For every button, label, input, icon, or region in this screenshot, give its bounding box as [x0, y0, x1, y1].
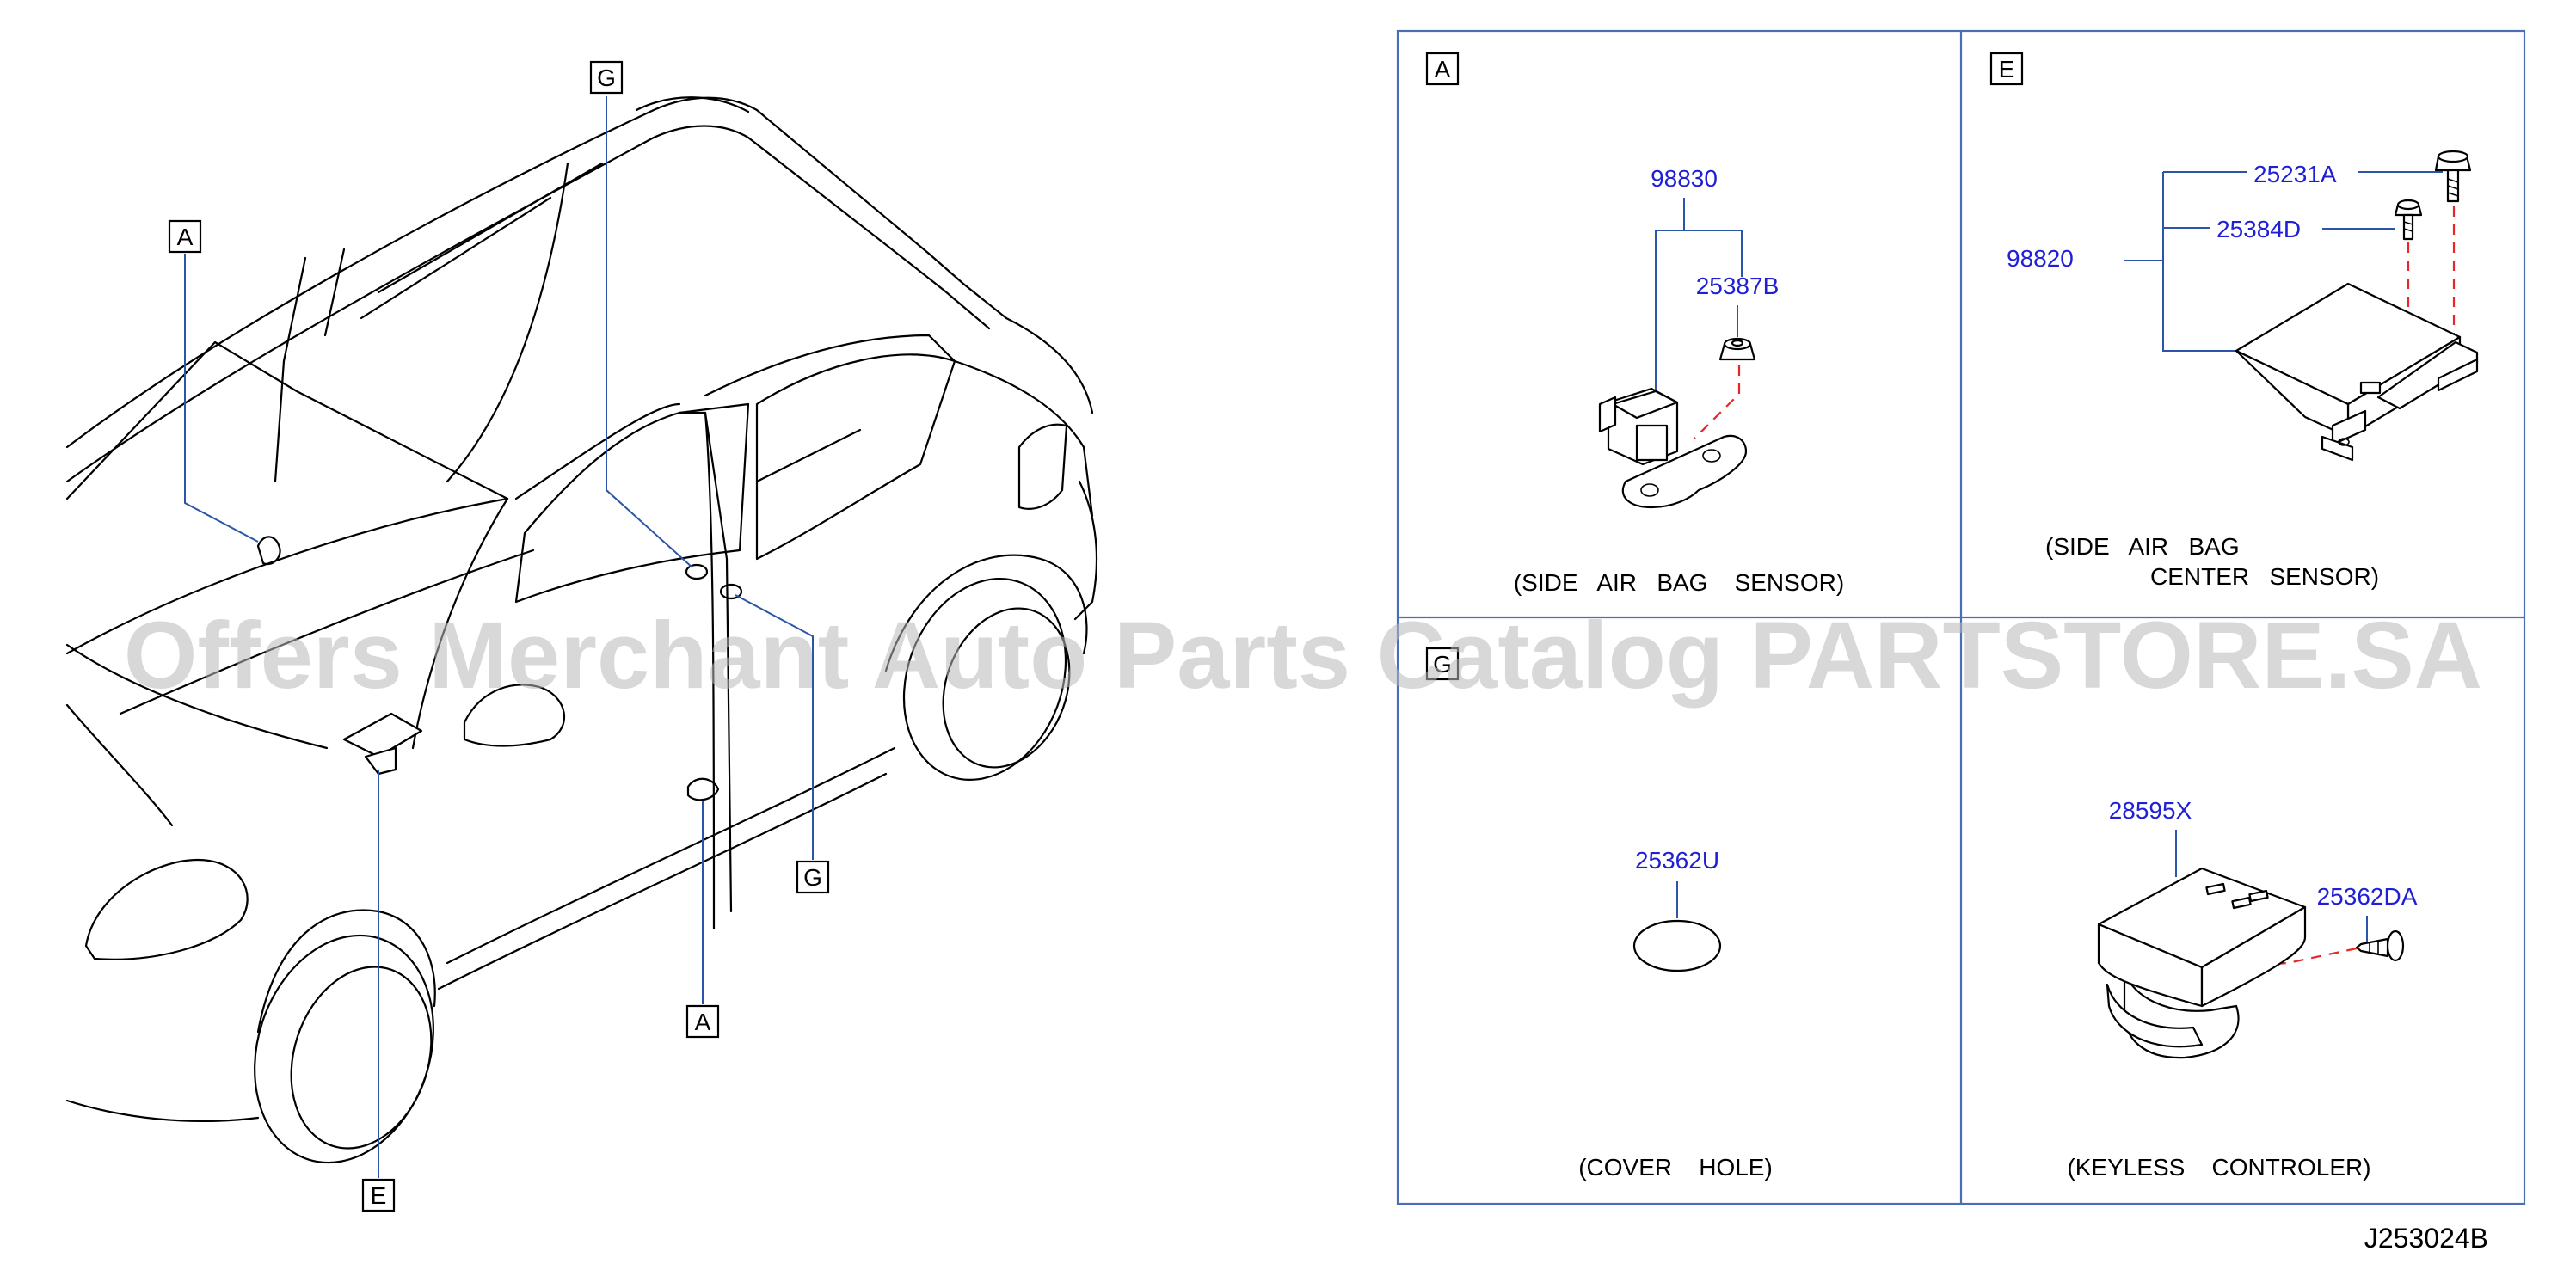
watermark: Offers Merchant Auto Parts Catalog PARTS…: [124, 603, 2482, 709]
callout-a-lower[interactable]: A: [685, 1004, 720, 1039]
airbag-center-sensor-icon: [2235, 282, 2479, 462]
callout-a-upper-label: A: [177, 224, 194, 250]
screw-25362da-icon: [2355, 929, 2405, 962]
detail-panels-frame: [1396, 29, 2526, 1205]
panel-keyless-caption: (KEYLESS CONTROLER): [2067, 1154, 2370, 1181]
panel-a-tag[interactable]: A: [1425, 52, 1460, 86]
callout-a-upper[interactable]: A: [168, 219, 202, 254]
part-number-25384d[interactable]: 25384D: [2216, 216, 2301, 242]
callout-a-lower-label: A: [695, 1009, 711, 1035]
panel-e-tag-label: E: [1999, 56, 2015, 83]
part-number-98820[interactable]: 98820: [2007, 245, 2074, 272]
bolt-25384d-icon: [2394, 199, 2423, 241]
diagram-reference: J253024B: [2364, 1223, 2488, 1254]
panel-e-tag[interactable]: E: [1989, 52, 2024, 86]
panel-e-caption-line1: (SIDE AIR BAG: [2045, 533, 2240, 560]
part-number-25362u[interactable]: 25362U: [1635, 847, 1719, 874]
vehicle-leader-lines: [184, 96, 814, 1178]
callout-g-lower[interactable]: G: [796, 860, 830, 894]
callout-g-lower-label: G: [803, 864, 822, 891]
part-number-25231a[interactable]: 25231A: [2253, 161, 2337, 187]
keyless-controller-icon: [2097, 867, 2307, 1059]
panel-g-tag-label: G: [1433, 651, 1452, 678]
panel-e-caption-line2: CENTER SENSOR): [2150, 563, 2379, 590]
part-number-25387b[interactable]: 25387B: [1696, 273, 1780, 299]
side-airbag-sensor-icon: [1598, 387, 1748, 509]
panel-e: E 25231A 25384D 98820: [1989, 52, 2479, 590]
panel-a-tag-label: A: [1435, 56, 1451, 83]
panel-g-tag[interactable]: G: [1425, 647, 1460, 681]
part-number-25362da[interactable]: 25362DA: [2317, 883, 2418, 910]
bolt-25231a-icon: [2434, 150, 2472, 203]
nut-icon: [1718, 337, 1756, 361]
panel-keyless: 28595X 25362DA (KEYLESS CONTROLER): [2067, 797, 2417, 1181]
vehicle-illustration: [65, 96, 1098, 1164]
callout-g-upper-label: G: [597, 64, 616, 91]
callout-e-lower-label: E: [371, 1182, 387, 1209]
panel-g: G 25362U (COVER HOLE): [1425, 647, 1773, 1181]
part-number-28595x[interactable]: 28595X: [2109, 797, 2192, 824]
panel-g-caption: (COVER HOLE): [1578, 1154, 1773, 1181]
panel-a: A 98830 25387B (SIDE AIR BAG SENSOR): [1425, 52, 1844, 596]
panel-a-caption: (SIDE AIR BAG SENSOR): [1514, 569, 1844, 596]
callout-g-upper[interactable]: G: [589, 60, 624, 95]
part-number-98830[interactable]: 98830: [1651, 165, 1718, 192]
cover-hole-icon: [1632, 919, 1722, 972]
callout-e-lower[interactable]: E: [361, 1178, 396, 1212]
